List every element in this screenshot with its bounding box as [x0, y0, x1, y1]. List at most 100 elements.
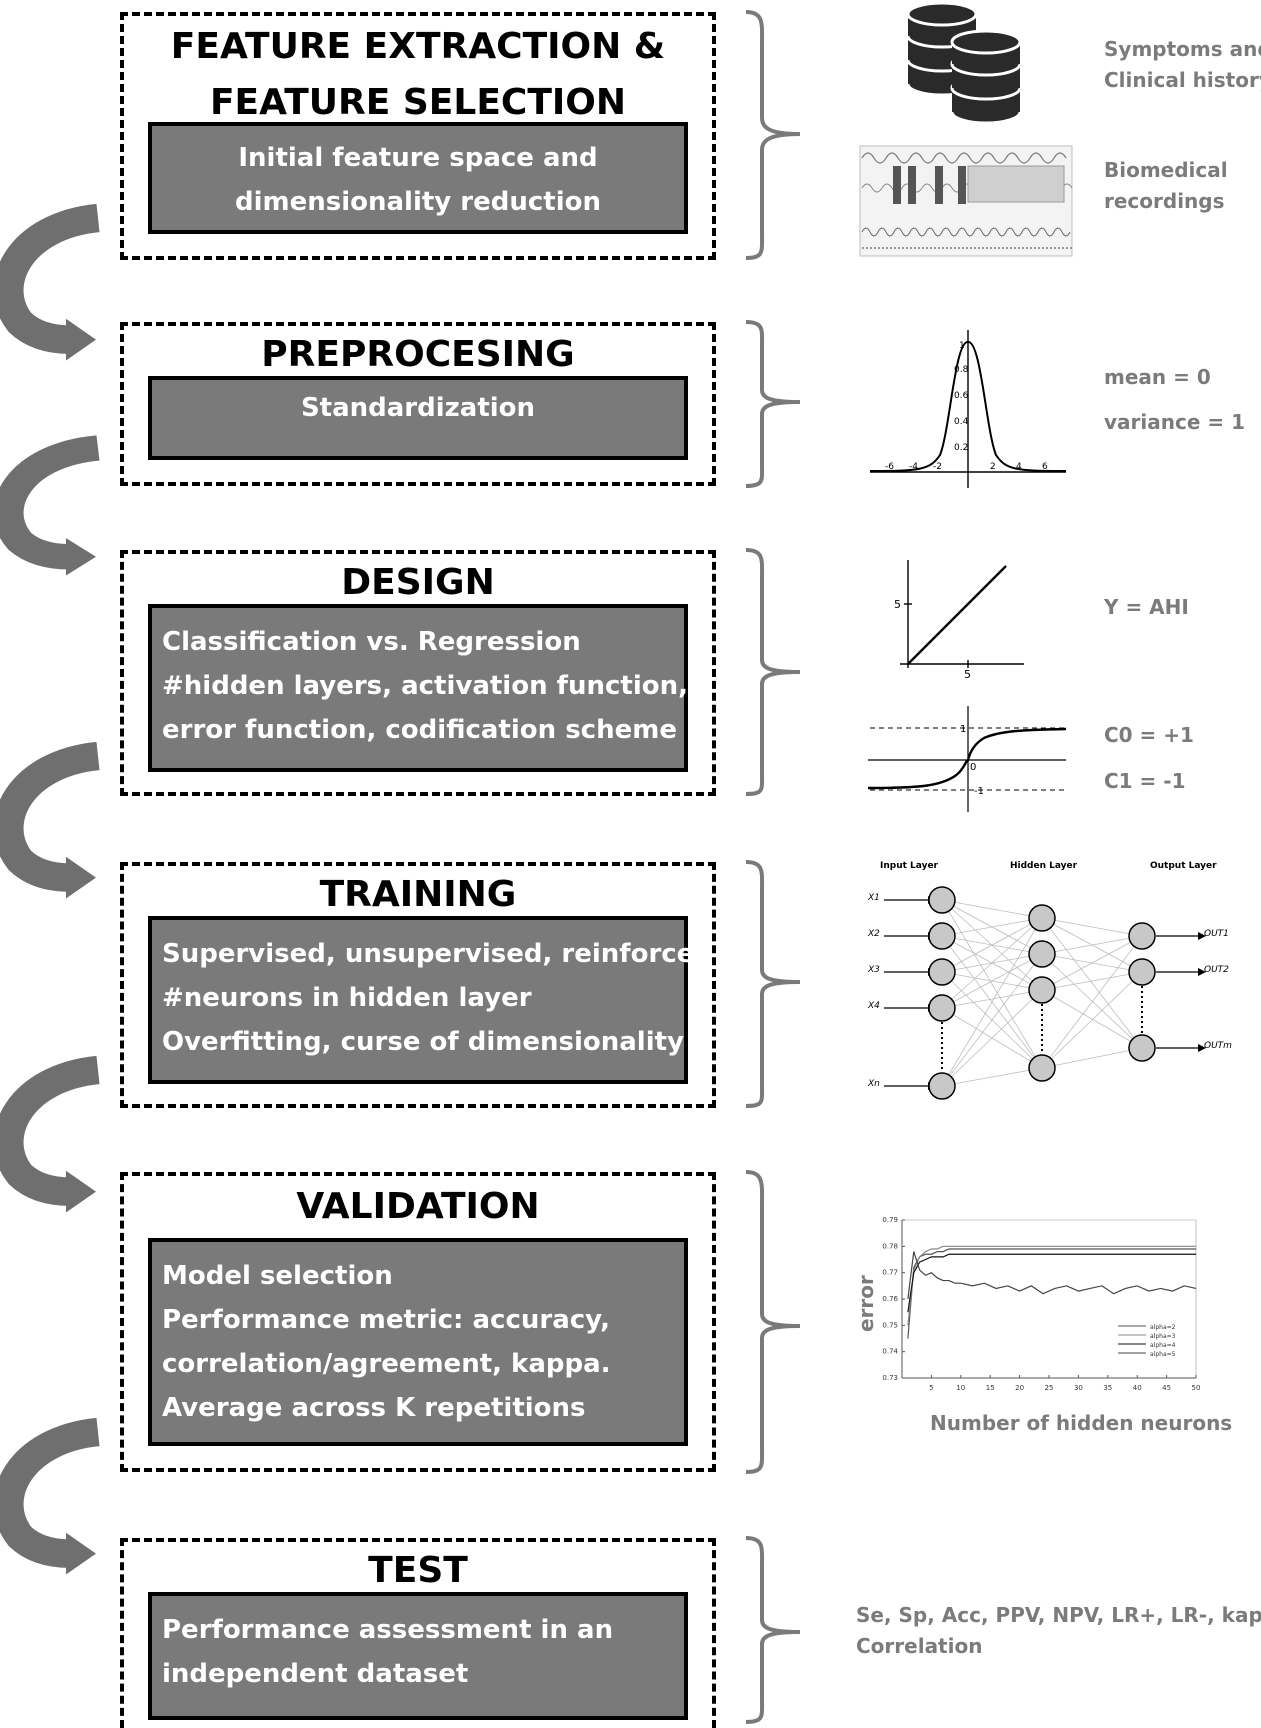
- chart-y-tick-label: 0.78: [882, 1242, 898, 1250]
- gaussian-xtick: -2: [933, 462, 942, 472]
- brace-icon: [745, 1536, 801, 1724]
- tanh-origin-tick: 0: [970, 762, 976, 773]
- content-line: Performance assessment in an: [162, 1615, 614, 1645]
- network-input-label: X1: [867, 893, 880, 903]
- chart-y-tick-label: 0.76: [882, 1295, 898, 1303]
- chart-series-line: [907, 1248, 1196, 1339]
- network-input-title: Input Layer: [880, 861, 939, 871]
- chart-x-tick-label: 50: [1192, 1384, 1201, 1392]
- tanh-upper-tick: 1: [960, 724, 966, 735]
- chart-y-tick-label: 0.74: [882, 1348, 898, 1356]
- database-icon: [906, 1, 1022, 125]
- network-output-title: Output Layer: [1150, 861, 1217, 871]
- stage-content: Initial feature space and dimensionality…: [148, 122, 688, 234]
- gaussian-xtick: 4: [1016, 462, 1022, 472]
- chart-y-tick-label: 0.73: [882, 1374, 898, 1382]
- label-biomedical: Biomedical recordings: [1104, 155, 1228, 217]
- stage-title-line: PREPROCESING: [261, 334, 575, 375]
- label-symptoms: Symptoms and Clinical history: [1104, 34, 1261, 96]
- stage-title-line: TRAINING: [319, 874, 517, 915]
- network-input-label: X3: [867, 965, 880, 975]
- chart-x-tick-label: 20: [1015, 1384, 1024, 1392]
- label-line: Biomedical: [1104, 158, 1228, 182]
- gaussian-ytick: 0.4: [954, 417, 969, 427]
- stage-validation: VALIDATION Model selection Performance m…: [120, 1172, 716, 1472]
- chart-y-label: error: [854, 1275, 878, 1332]
- content-line: error function, codification scheme: [162, 715, 677, 745]
- chart-y-tick-label: 0.79: [882, 1216, 898, 1224]
- label-c0: C0 = +1: [1104, 723, 1194, 747]
- stage-content: Model selection Performance metric: accu…: [148, 1238, 688, 1446]
- chart-x-tick-label: 40: [1133, 1384, 1142, 1392]
- gaussian-ytick: 0.8: [954, 365, 969, 375]
- network-input-label: X2: [867, 929, 880, 939]
- label-y-ahi: Y = AHI: [1104, 595, 1189, 619]
- stage-title-line: FEATURE SELECTION: [209, 82, 627, 123]
- tanh-lower-tick: -1: [974, 786, 984, 797]
- content-line: Overfitting, curse of dimensionality: [162, 1027, 684, 1057]
- stage-preprocessing: PREPROCESING Standardization: [120, 322, 716, 486]
- stage-title-line: TEST: [368, 1550, 468, 1591]
- chart-y-tick-label: 0.77: [882, 1269, 898, 1277]
- chart-x-tick-label: 25: [1045, 1384, 1054, 1392]
- chart-x-tick-label: 10: [956, 1384, 965, 1392]
- label-line: Symptoms and: [1104, 37, 1261, 61]
- stage-title-line: FEATURE EXTRACTION &: [170, 26, 666, 67]
- content-line: dimensionality reduction: [234, 187, 602, 217]
- chart-series-group: [907, 1245, 1197, 1339]
- network-output-label: OUT2: [1204, 965, 1229, 975]
- label-test-metrics: Se, Sp, Acc, PPV, NPV, LR+, LR-, kappa C…: [856, 1600, 1261, 1662]
- content-line: #hidden layers, activation function,: [162, 671, 688, 701]
- content-line: Standardization: [300, 393, 536, 423]
- label-line: Se, Sp, Acc, PPV, NPV, LR+, LR-, kappa: [856, 1603, 1261, 1627]
- biomedical-recording-image: [859, 145, 1073, 257]
- stage-test: TEST Performance assessment in an indepe…: [120, 1538, 716, 1728]
- chart-x-label: Number of hidden neurons: [930, 1411, 1232, 1435]
- brace-icon: [745, 1170, 801, 1474]
- stage-title-line: DESIGN: [341, 562, 495, 603]
- gaussian-ytick: 0.6: [954, 391, 969, 401]
- chart-x-tick-label: 45: [1162, 1384, 1171, 1392]
- stage-content: Supervised, unsupervised, reinforced #ne…: [148, 916, 713, 1084]
- content-line: Average across K repetitions: [162, 1393, 586, 1423]
- label-c1: C1 = -1: [1104, 769, 1186, 793]
- label-mean: mean = 0: [1104, 365, 1211, 389]
- chart-y-tick-label: 0.75: [882, 1321, 898, 1329]
- gaussian-xtick: 6: [1042, 462, 1048, 472]
- gaussian-ytick: 0.2: [954, 443, 968, 453]
- linear-ytick: 5: [894, 598, 901, 611]
- label-variance: variance = 1: [1104, 410, 1246, 434]
- network-output-label: OUTm: [1204, 1041, 1232, 1051]
- brace-icon: [745, 860, 801, 1108]
- network-input-label: Xn: [867, 1079, 880, 1089]
- chart-legend-label: alpha=2: [1150, 1324, 1176, 1331]
- chart-x-tick-label: 30: [1074, 1384, 1083, 1392]
- brace-icon: [745, 548, 801, 796]
- content-line: Model selection: [162, 1261, 393, 1291]
- linear-activation-plot: [900, 560, 1024, 668]
- content-line: Classification vs. Regression: [162, 627, 581, 657]
- brace-icon: [745, 320, 801, 488]
- chart-legend-label: alpha=3: [1150, 1333, 1176, 1340]
- content-line: independent dataset: [162, 1659, 469, 1689]
- stage-feature-extraction: FEATURE EXTRACTION & FEATURE SELECTION I…: [120, 12, 716, 260]
- neural-network-diagram: [884, 886, 1206, 1100]
- content-line: #neurons in hidden layer: [162, 983, 532, 1013]
- stage-training: TRAINING Supervised, unsupervised, reinf…: [120, 862, 716, 1108]
- gaussian-xtick: 2: [990, 462, 996, 472]
- label-line: Clinical history: [1104, 68, 1261, 92]
- gaussian-ytick: 1: [959, 341, 965, 351]
- stage-content: Classification vs. Regression #hidden la…: [148, 604, 688, 772]
- stage-content: Standardization: [148, 376, 688, 460]
- tanh-activation-plot: [867, 706, 1067, 812]
- content-line: Performance metric: accuracy,: [162, 1305, 610, 1335]
- network-input-label: X4: [867, 1001, 880, 1011]
- chart-legend-label: alpha=4: [1150, 1342, 1176, 1349]
- stage-content: Performance assessment in an independent…: [148, 1592, 688, 1720]
- gaussian-xtick: -4: [909, 462, 918, 472]
